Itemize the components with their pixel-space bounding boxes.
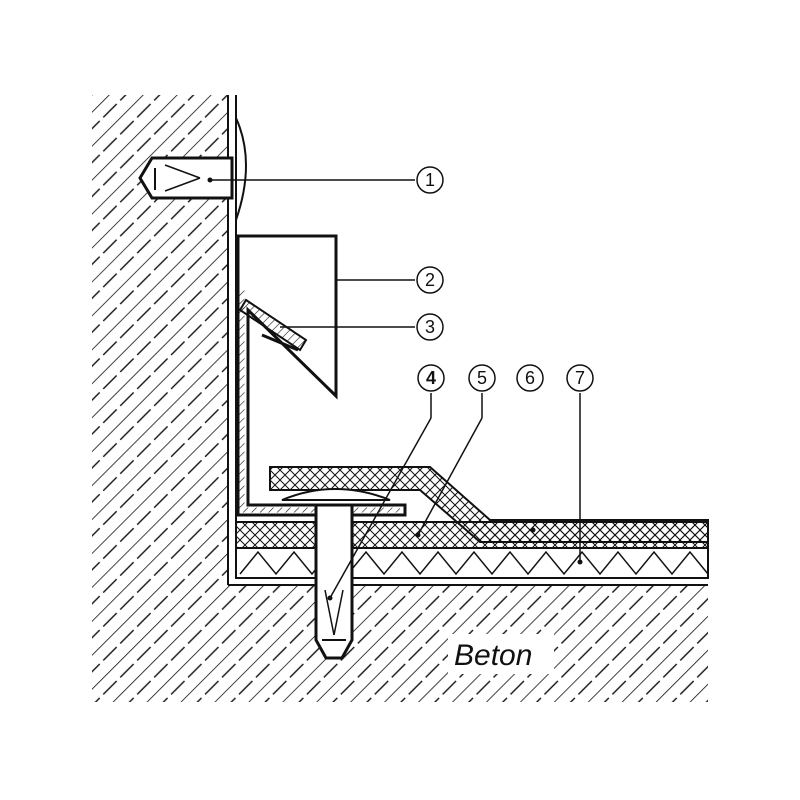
callout-4: 4 bbox=[417, 364, 445, 392]
leader-dots bbox=[207, 177, 583, 601]
callout-5: 5 bbox=[468, 364, 496, 392]
washer-plate bbox=[281, 488, 391, 501]
sealing-strip bbox=[238, 298, 308, 352]
floor-anchor bbox=[314, 503, 354, 660]
material-label: Beton bbox=[454, 639, 532, 672]
callout-1-label: 1 bbox=[425, 170, 435, 190]
concrete-wall bbox=[92, 95, 228, 585]
callout-3-label: 3 bbox=[425, 317, 435, 337]
callout-2: 2 bbox=[416, 266, 444, 294]
concrete-slab bbox=[92, 585, 708, 702]
callout-5-label: 5 bbox=[477, 368, 487, 388]
callout-7-label: 7 bbox=[575, 368, 585, 388]
callout-4-label: 4 bbox=[426, 368, 436, 388]
insulation-layer bbox=[235, 547, 709, 579]
callout-6: 6 bbox=[516, 364, 544, 392]
callout-6-label: 6 bbox=[525, 368, 535, 388]
leader-lines bbox=[210, 179, 581, 599]
wall-anchor bbox=[138, 117, 247, 221]
callout-3: 3 bbox=[416, 313, 444, 341]
callout-2-label: 2 bbox=[425, 270, 435, 290]
callout-7: 7 bbox=[566, 364, 594, 392]
callout-1: 1 bbox=[416, 166, 444, 194]
